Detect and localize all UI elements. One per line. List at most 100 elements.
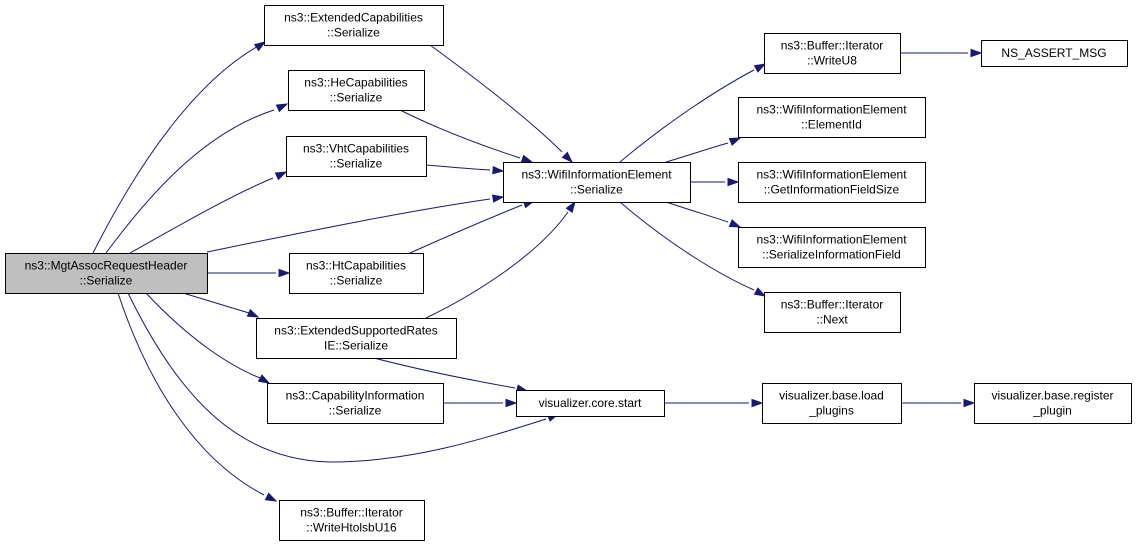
node-label-line: ::WriteHtolsbU16 [306,521,397,535]
edge-root-hecap [105,103,289,254]
edge-line [665,201,729,223]
node-box [5,253,208,294]
node-label-line: ::ElementId [801,118,862,132]
edge-vhtcap-wifiie [425,164,505,175]
node-next[interactable]: ns3::Buffer::Iterator::Next [764,292,901,333]
edge-line [619,69,755,163]
node-label-line: ::WriteU8 [807,54,857,68]
node-hecap[interactable]: ns3::HeCapabilities::Serialize [288,70,425,111]
arrowhead-icon [274,171,288,181]
arrowhead-icon [257,374,271,384]
edge-wifiie-sif [665,201,742,228]
edge-vload-vreg [901,398,976,408]
edge-root-vhtcap [129,171,288,254]
node-label-line: ::Next [816,313,848,327]
node-vreg[interactable]: visualizer.base.register_plugin [974,383,1132,424]
node-label-line: ns3::Buffer::Iterator [781,298,884,312]
arrowhead-icon [264,492,278,502]
node-label-line: visualizer.base.load [779,389,884,403]
node-label-line: ns3::WifiInformationElement [521,168,672,182]
edges-layer [92,41,983,502]
arrowhead-icon [728,219,742,228]
node-wru8[interactable]: ns3::Buffer::Iterator::WriteU8 [764,33,901,74]
arrowhead-icon [246,308,260,318]
node-label-line: ns3::WifiInformationElement [756,168,907,182]
node-wrhtol[interactable]: ns3::Buffer::Iterator::WriteHtolsbU16 [279,500,425,541]
node-label-line: ns3::WifiInformationElement [756,233,907,247]
arrowhead-icon [505,398,518,408]
node-box [279,500,425,541]
edge-line [425,211,569,319]
node-sif[interactable]: ns3::WifiInformationElement::SerializeIn… [738,227,926,268]
node-label-line: ns3::HtCapabilities [306,259,406,273]
node-box [762,383,902,424]
arrowhead-icon [520,154,534,163]
node-label-line: visualizer.base.register [991,389,1113,403]
edge-wifiie-wru8 [619,63,767,163]
edge-wru8-nsa [900,48,983,58]
node-label-line: NS_ASSERT_MSG [1001,46,1106,60]
node-label-line: IE::Serialize [324,339,388,353]
edge-root-htcap [207,268,291,278]
node-label-line: ::GetInformationFieldSize [764,183,900,197]
edge-line [665,142,729,163]
node-label-line: ::Serialize [329,404,382,418]
edge-line [105,109,275,254]
node-box [289,253,424,294]
node-label-line: visualizer.core.start [539,396,642,410]
node-capinf[interactable]: ns3::CapabilityInformation::Serialize [267,383,444,424]
node-elemid[interactable]: ns3::WifiInformationElement::ElementId [738,97,926,138]
edge-line [399,109,521,159]
node-label-line: ns3::VhtCapabilities [303,142,409,156]
edge-vstart-vload [664,398,764,408]
node-label-line: ::Serialize [570,183,623,197]
node-label-line: ::Serialize [80,274,133,288]
node-box [516,390,665,417]
edge-root-wrhtol [117,292,278,502]
edge-line [409,204,523,254]
arrowhead-icon [278,268,291,278]
node-box [981,40,1128,67]
edge-line [425,164,491,171]
edge-wifiie-next [619,201,767,297]
arrowhead-icon [753,287,767,297]
edge-line [92,43,263,254]
node-box [738,162,926,203]
edge-line [373,357,516,389]
node-label-line: ns3::ExtendedSupportedRates [274,324,437,338]
edge-extsup-wifiie [425,200,576,319]
node-label-line: ns3::WifiInformationElement [756,103,907,117]
node-wifiie[interactable]: ns3::WifiInformationElement::Serialize [503,162,691,203]
node-box [267,383,444,424]
node-label-line: ns3::Buffer::Iterator [300,506,403,520]
node-vload[interactable]: visualizer.base.load_plugins [762,383,902,424]
node-box [264,5,444,46]
node-label-line: ns3::ExtendedCapabilities [284,11,423,25]
edge-line [127,292,547,463]
node-vstart[interactable]: visualizer.core.start [516,390,665,417]
node-box [738,97,926,138]
node-box [764,292,901,333]
arrowhead-icon [561,151,574,164]
node-extcap[interactable]: ns3::ExtendedCapabilities::Serialize [264,5,444,46]
node-label-line: ::Serialize [327,26,380,40]
node-vhtcap[interactable]: ns3::VhtCapabilities::Serialize [286,136,427,177]
node-gifs[interactable]: ns3::WifiInformationElement::GetInformat… [738,162,926,203]
node-box [503,162,691,203]
nodes-layer: ns3::MgtAssocRequestHeader::Serializens3… [5,5,1132,541]
arrowhead-icon [275,103,289,113]
node-box [764,33,901,74]
arrowhead-icon [963,398,976,408]
node-label-line: ::SerializeInformationField [762,248,901,262]
node-box [286,136,427,177]
node-label-line: _plugins [808,404,854,418]
node-nsa[interactable]: NS_ASSERT_MSG [981,40,1128,67]
edge-wifiie-elemid [665,137,742,163]
node-box [974,383,1132,424]
node-root[interactable]: ns3::MgtAssocRequestHeader::Serialize [5,253,208,294]
arrowhead-icon [970,48,983,58]
edge-root-wifiie [206,194,505,253]
arrowhead-icon [492,166,505,175]
node-htcap[interactable]: ns3::HtCapabilities::Serialize [289,253,424,294]
